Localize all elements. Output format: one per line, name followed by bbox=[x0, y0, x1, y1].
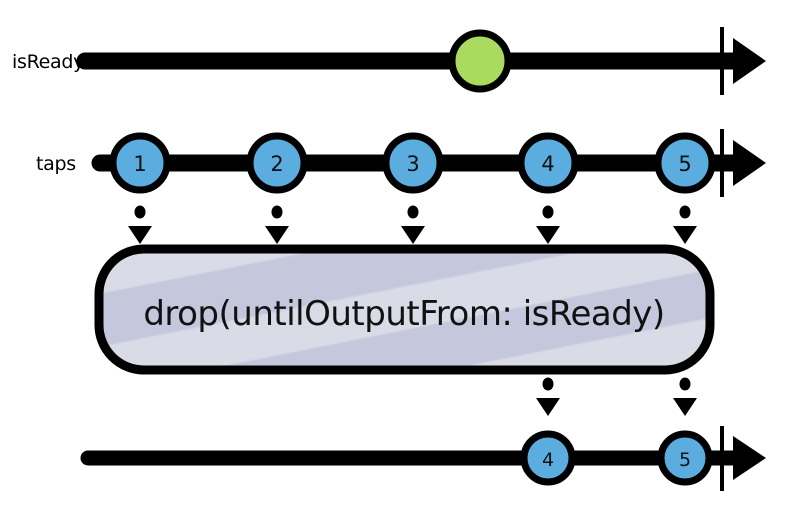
operator-label: drop(untilOutputFrom: isReady) bbox=[143, 294, 664, 334]
arrow-head-down-icon bbox=[265, 226, 289, 244]
marble-label: 5 bbox=[678, 152, 691, 176]
operator-box-shape[interactable] bbox=[94, 244, 715, 375]
arrow-dot bbox=[679, 377, 691, 391]
arrow-dot bbox=[271, 205, 283, 219]
marble-circle[interactable] bbox=[520, 430, 576, 486]
arrow-dot bbox=[542, 377, 554, 391]
arrow-head-down-icon bbox=[673, 398, 697, 416]
timeline-label-taps: taps bbox=[36, 153, 76, 175]
marble-label: 5 bbox=[679, 449, 691, 471]
arrowhead-isready bbox=[733, 38, 766, 84]
timeline-isready: isReady bbox=[12, 27, 766, 95]
arrow-head-down-icon bbox=[536, 226, 560, 244]
input-arrow-2 bbox=[265, 205, 289, 244]
timeline-taps: taps 1 2 3 4 5 bbox=[36, 129, 766, 197]
input-arrows-group bbox=[128, 205, 697, 244]
input-arrow-5 bbox=[673, 205, 697, 244]
marble-circle[interactable] bbox=[246, 132, 308, 194]
timeline-output: 4 5 bbox=[80, 426, 766, 491]
input-arrow-4 bbox=[536, 205, 560, 244]
input-arrow-1 bbox=[128, 205, 152, 244]
marble-taps-1[interactable]: 1 bbox=[109, 132, 171, 194]
marble-label: 4 bbox=[542, 449, 554, 471]
marble-circle-green[interactable] bbox=[448, 29, 512, 93]
marble-circle[interactable] bbox=[657, 430, 713, 486]
marble-label: 3 bbox=[406, 152, 419, 176]
marble-label: 4 bbox=[541, 152, 554, 176]
arrowhead-taps bbox=[733, 140, 766, 186]
arrowhead-output bbox=[733, 436, 766, 480]
marble-taps-3[interactable]: 3 bbox=[382, 132, 444, 194]
arrow-head-down-icon bbox=[128, 226, 152, 244]
output-arrow-4 bbox=[536, 377, 560, 416]
arrow-dot bbox=[542, 205, 554, 219]
marble-taps-2[interactable]: 2 bbox=[246, 132, 308, 194]
marble-label: 1 bbox=[133, 152, 146, 176]
marble-circle[interactable] bbox=[654, 132, 716, 194]
marble-circle[interactable] bbox=[517, 132, 579, 194]
arrow-dot bbox=[407, 205, 419, 219]
marble-isready-ready[interactable] bbox=[448, 29, 512, 93]
marble-circle[interactable] bbox=[382, 132, 444, 194]
arrow-dot bbox=[134, 205, 146, 219]
marble-output-4[interactable]: 4 bbox=[520, 430, 576, 486]
timeline-label-isready: isReady bbox=[12, 51, 84, 73]
output-arrow-5 bbox=[673, 377, 697, 416]
arrow-dot bbox=[679, 205, 691, 219]
marble-label: 2 bbox=[270, 152, 283, 176]
operator-box[interactable]: drop(untilOutputFrom: isReady) bbox=[94, 244, 715, 375]
arrow-head-down-icon bbox=[401, 226, 425, 244]
marble-circle[interactable] bbox=[109, 132, 171, 194]
marble-output-5[interactable]: 5 bbox=[657, 430, 713, 486]
marble-taps-4[interactable]: 4 bbox=[517, 132, 579, 194]
marble-taps-5[interactable]: 5 bbox=[654, 132, 716, 194]
arrow-head-down-icon bbox=[673, 226, 697, 244]
output-arrows-group bbox=[536, 377, 697, 416]
input-arrow-3 bbox=[401, 205, 425, 244]
arrow-head-down-icon bbox=[536, 398, 560, 416]
